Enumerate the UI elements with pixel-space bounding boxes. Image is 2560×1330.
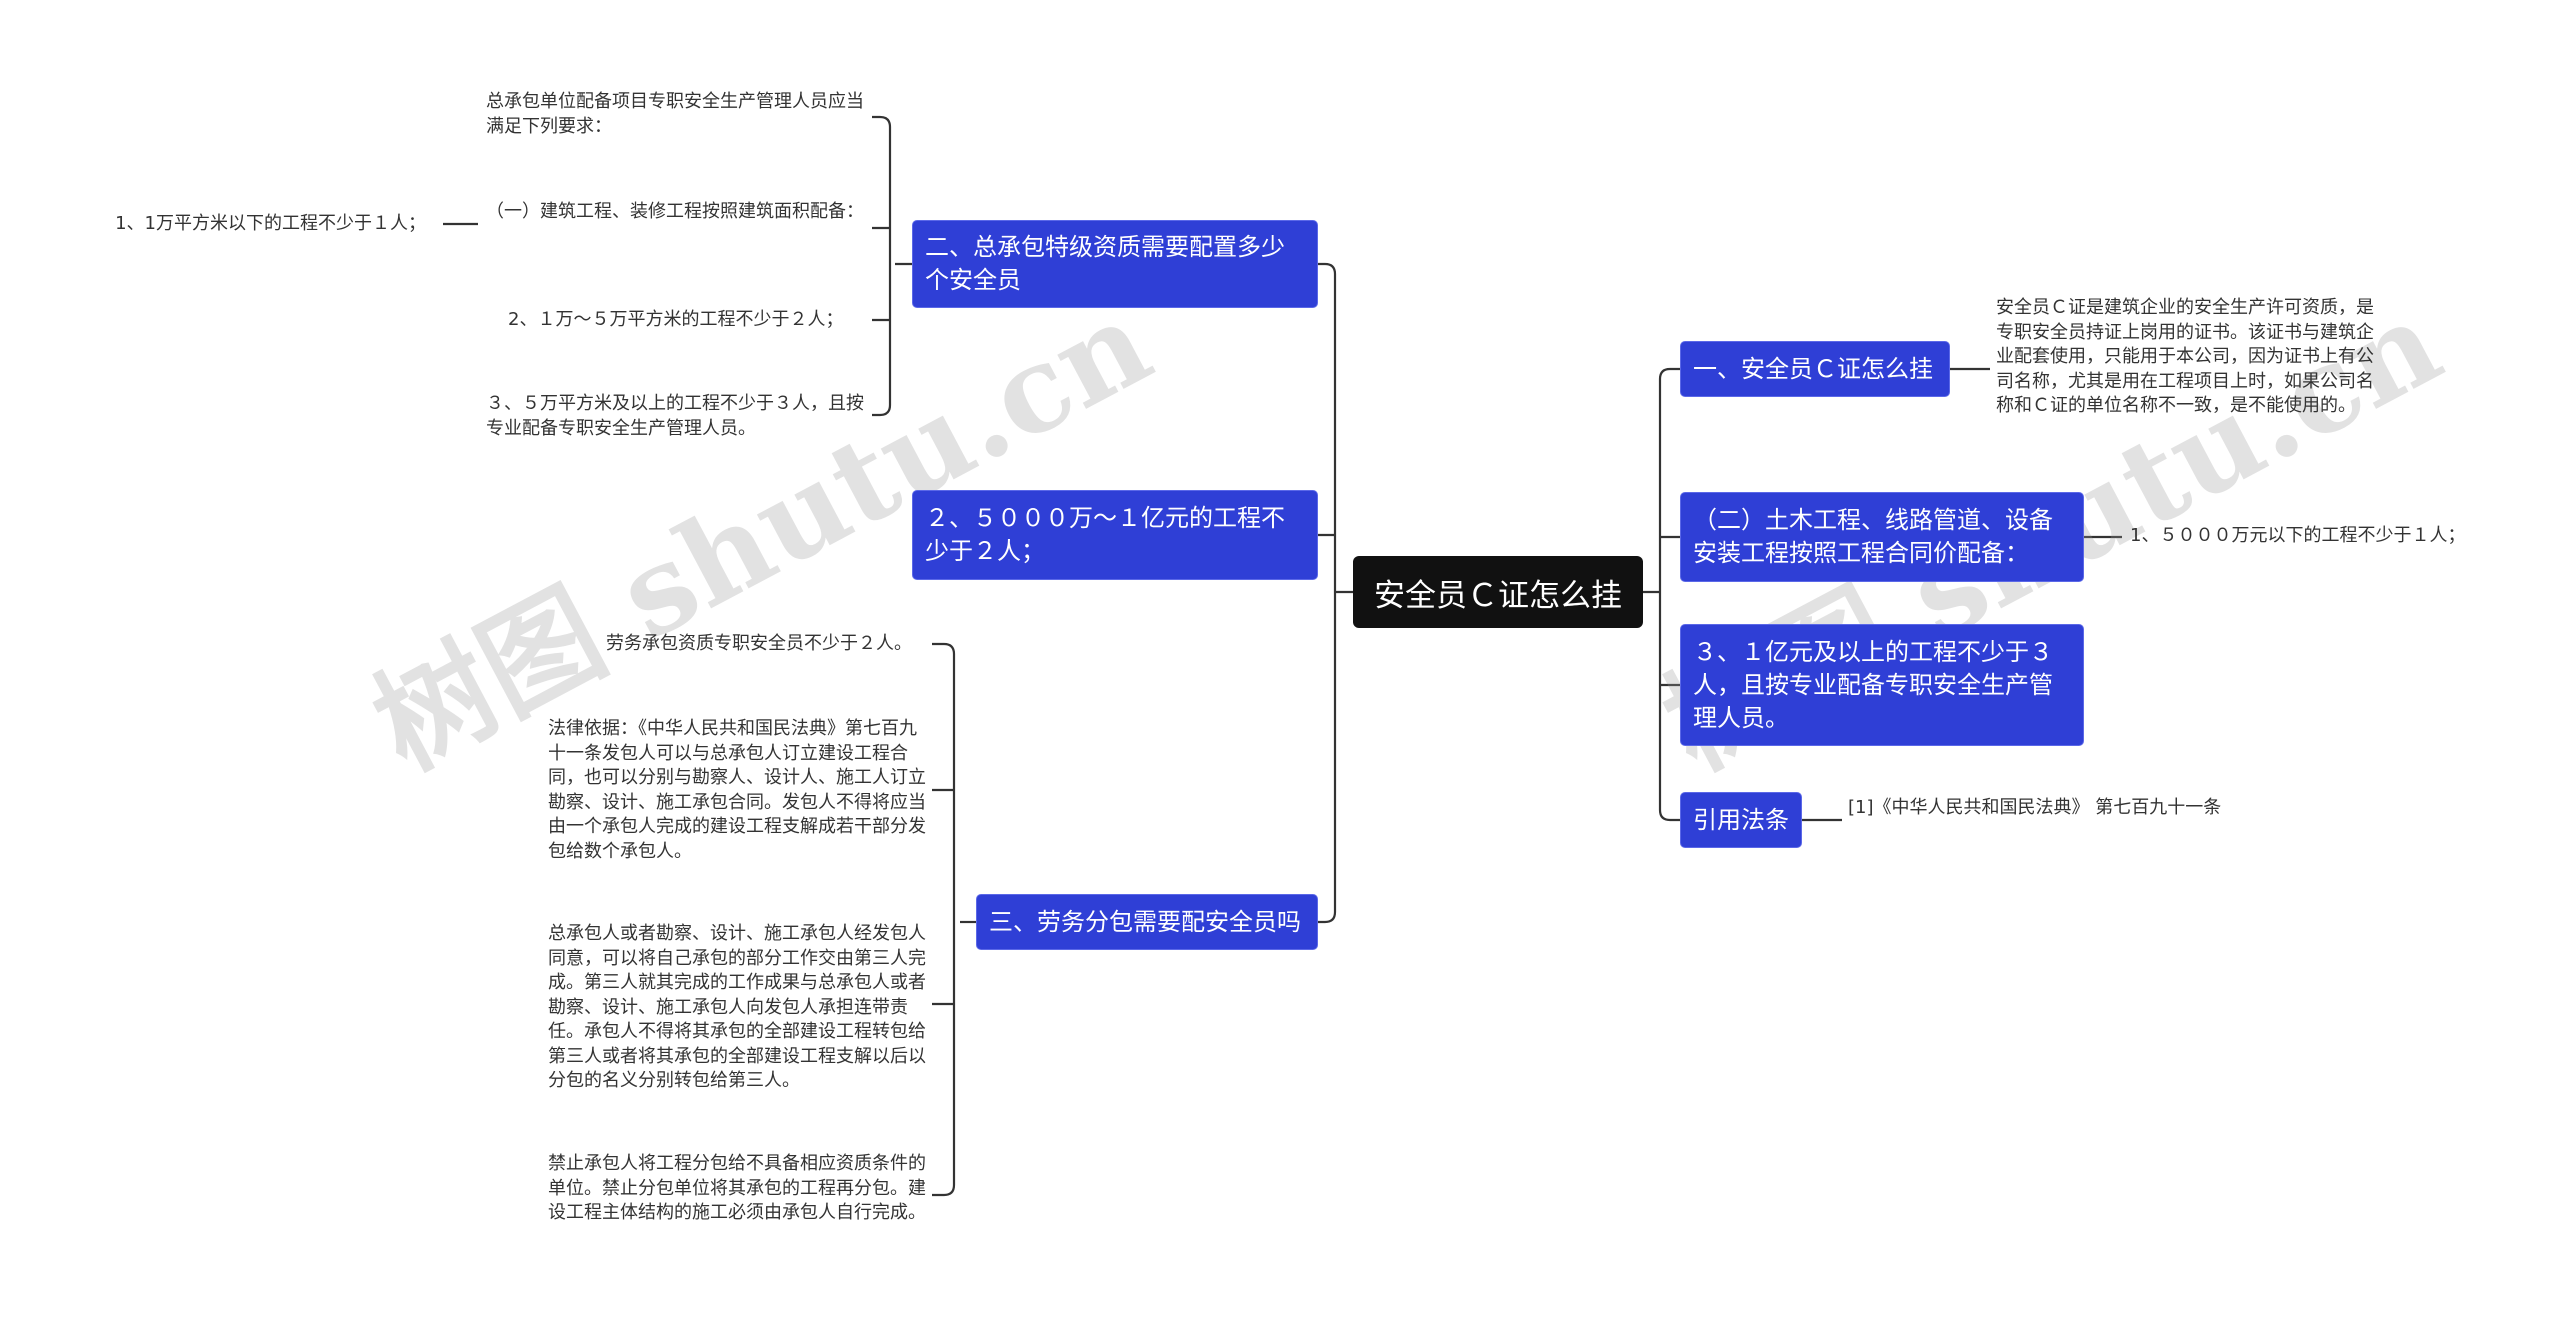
leaf-left-3-1: 劳务承包资质专职安全员不少于２人。 <box>606 633 912 654</box>
leaf-left-1-1: 总承包单位配备项目专职安全生产管理人员应当满足下列要求： <box>486 91 864 137</box>
leaf-left-1-4: ３、５万平方米及以上的工程不少于３人，且按专业配备专职安全生产管理人员。 <box>486 393 864 439</box>
left1-stub-4 <box>872 404 892 417</box>
branch-node-right-2[interactable]: （二）土木工程、线路管道、设备安装工程按照工程合同价配备： <box>1680 492 2084 582</box>
left1-stub-1 <box>872 115 892 128</box>
leaf-left-3-4: 禁止承包人将工程分包给不具备相应资质条件的单位。禁止分包单位将其承包的工程再分包… <box>548 1153 926 1223</box>
leaf-left-3-3: 总承包人或者勘察、设计、施工承包人经发包人同意，可以将自己承包的部分工作交由第三… <box>548 923 926 1091</box>
branch-node-left-3[interactable]: 三、劳务分包需要配安全员吗 <box>976 894 1318 950</box>
left3-stub-4 <box>932 1184 956 1197</box>
root-left-stub-3 <box>1318 911 1337 924</box>
left3-stub-1 <box>932 642 956 655</box>
branch-node-left-2[interactable]: ２、５０００万～１亿元的工程不少于２人； <box>912 490 1318 580</box>
branch-node-right-3[interactable]: ３、１亿元及以上的工程不少于３人，且按专业配备专职安全生产管理人员。 <box>1680 624 2084 746</box>
leaf-right-1-1: 安全员Ｃ证是建筑企业的安全生产许可资质，是专职安全员持证上岗用的证书。该证书与建… <box>1996 297 2374 416</box>
branch-node-right-4[interactable]: 引用法条 <box>1680 792 1802 848</box>
root-left-stub-1 <box>1318 262 1337 275</box>
leaf-right-2-1: 1、５０００万元以下的工程不少于１人； <box>2130 525 2466 546</box>
root-node[interactable]: 安全员Ｃ证怎么挂 <box>1353 556 1643 628</box>
root-right-stub-4 <box>1658 809 1680 822</box>
leaf-left-1-2-sub: 1、1万平方米以下的工程不少于１人； <box>115 213 426 234</box>
leaf-right-4-1: [1]《中华人民共和国民法典》 第七百九十一条 <box>1848 797 2222 818</box>
branch-node-right-1[interactable]: 一、安全员Ｃ证怎么挂 <box>1680 341 1950 397</box>
root-right-stub-1 <box>1658 367 1680 380</box>
branch-node-left-1[interactable]: 二、总承包特级资质需要配置多少个安全员 <box>912 220 1318 308</box>
leaf-left-3-2: 法律依据：《中华人民共和国民法典》第七百九十一条发包人可以与总承包人订立建设工程… <box>548 718 926 862</box>
leaf-left-1-2: （一）建筑工程、装修工程按照建筑面积配备： <box>486 201 864 222</box>
leaf-left-1-3: 2、１万～５万平方米的工程不少于２人； <box>508 309 844 330</box>
